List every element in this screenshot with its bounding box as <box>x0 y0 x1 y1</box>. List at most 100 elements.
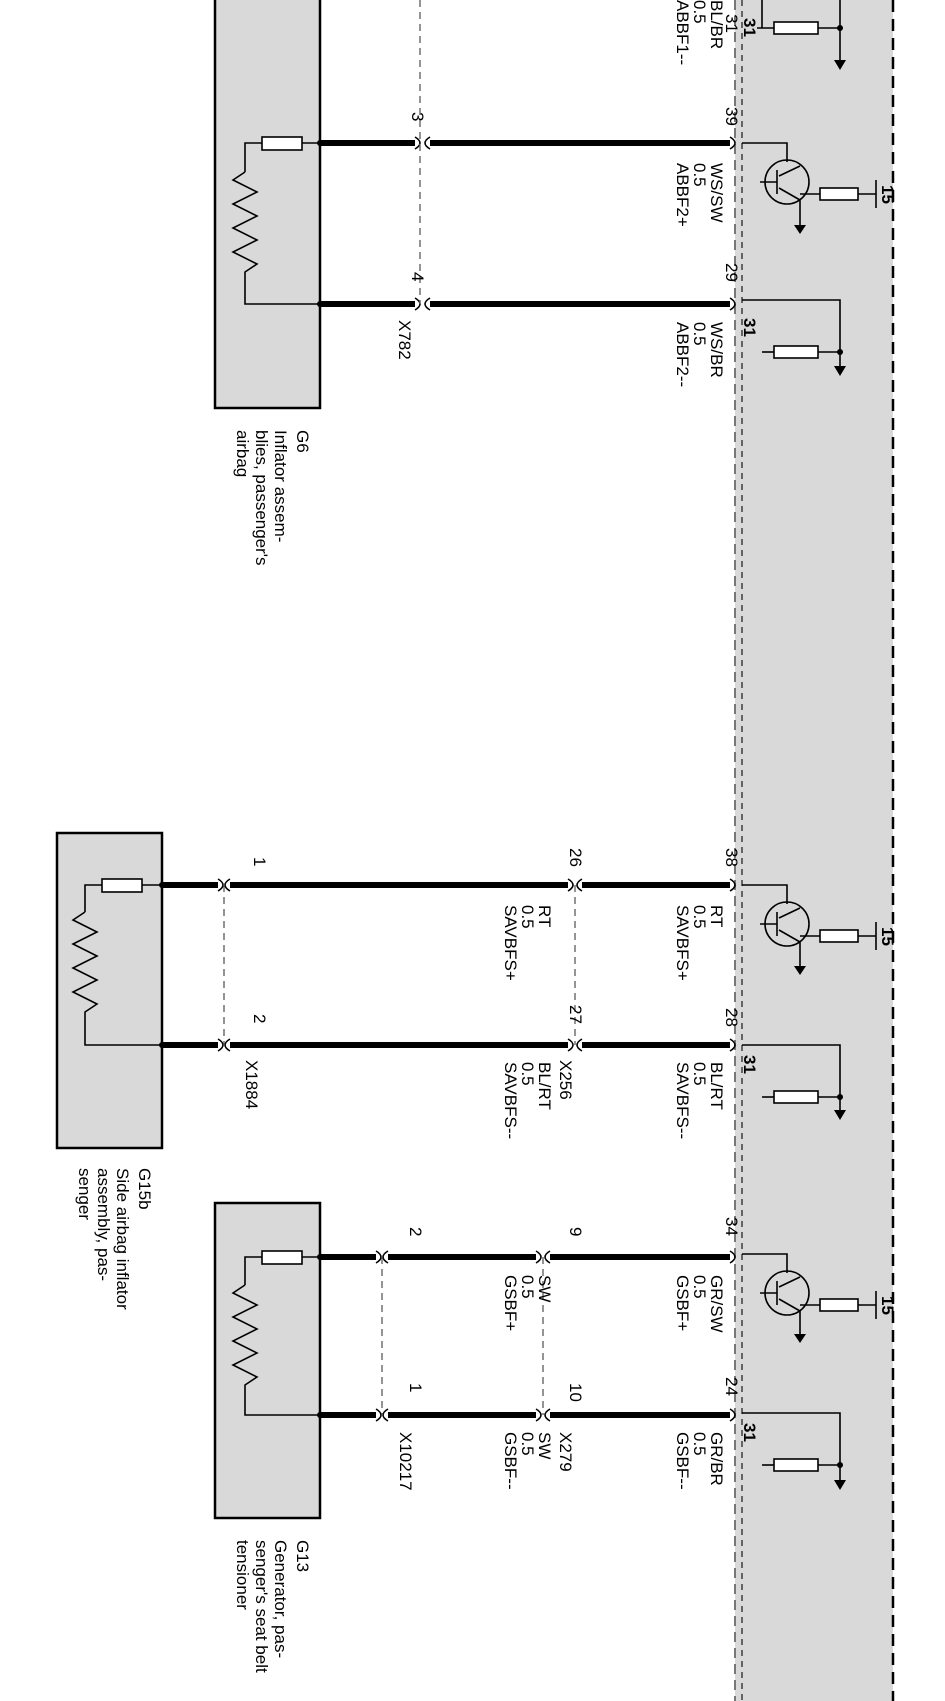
svg-text:0.5: 0.5 <box>518 905 537 929</box>
power-label-15: 15 <box>878 927 897 946</box>
connector-pin: 27 <box>566 1005 585 1024</box>
svg-text:SAVBFS+: SAVBFS+ <box>673 905 692 981</box>
ground-label-31: 31 <box>740 318 759 337</box>
component-description-line: blies, passenger's <box>252 430 271 566</box>
connector-pin: 10 <box>566 1383 585 1402</box>
component-description-line: senger's seat belt <box>252 1540 271 1673</box>
transistor-driver-3: 15 <box>742 1253 897 1343</box>
svg-text:RT: RT <box>535 905 554 927</box>
wire-label-savbfs-plus-a: SAVBFS+ 0.5 RT <box>673 905 726 981</box>
component-g15b <box>55 831 165 1150</box>
component-code: G6 <box>293 430 312 453</box>
svg-text:SW: SW <box>535 1432 554 1459</box>
module-pin-38: 38 <box>722 848 741 867</box>
svg-text:SW: SW <box>535 1275 554 1302</box>
component-g6-label: G6 Inflator assem- blies, passenger's ai… <box>233 430 312 566</box>
ground-driver-3: 31 <box>740 1044 846 1120</box>
svg-text:0.5: 0.5 <box>690 905 709 929</box>
component-g13-label: G13 Generator, pas- senger's seat belt t… <box>233 1540 312 1673</box>
connector-pin: 1 <box>250 857 269 866</box>
connector-x1884: X1884 <box>242 1060 261 1109</box>
component-description-line: Generator, pas- <box>271 1540 290 1658</box>
svg-text:WS/BR: WS/BR <box>707 322 726 378</box>
component-g13 <box>213 1201 323 1520</box>
ground-label-31: 31 <box>740 18 759 37</box>
wire-label-savbfs-minus-b: SAVBFS-- 0.5 BL/RT <box>501 1062 554 1139</box>
svg-text:ABBF1--: ABBF1-- <box>673 0 692 65</box>
svg-text:GSBF+: GSBF+ <box>673 1275 692 1331</box>
component-description-line: Side airbag inflator <box>113 1168 132 1310</box>
svg-text:BL/RT: BL/RT <box>707 1062 726 1110</box>
connector-pin: 9 <box>566 1227 585 1236</box>
connector-pin: 2 <box>250 1014 269 1023</box>
svg-text:ABBF2+: ABBF2+ <box>673 163 692 227</box>
component-description-line: airbag <box>233 430 252 477</box>
ground-driver-4: 31 <box>740 1412 846 1490</box>
svg-text:ABBF2--: ABBF2-- <box>673 322 692 387</box>
module-pin-31: 31 <box>722 14 741 33</box>
module-pin-28: 28 <box>722 1008 741 1027</box>
ground-label-31: 31 <box>740 1423 759 1442</box>
wire-label-gsbf-minus-a: GSBF-- 0.5 GR/BR <box>673 1432 726 1490</box>
svg-text:0.5: 0.5 <box>690 1432 709 1456</box>
component-code: G13 <box>293 1540 312 1572</box>
ground-driver-2: 31 <box>740 299 846 376</box>
svg-text:WS/SW: WS/SW <box>707 163 726 223</box>
svg-text:0.5: 0.5 <box>690 322 709 346</box>
svg-text:GR/BR: GR/BR <box>707 1432 726 1486</box>
wire-label-gsbf-minus-b: GSBF-- 0.5 SW <box>501 1432 554 1490</box>
svg-text:0.5: 0.5 <box>690 0 709 24</box>
svg-text:SAVBFS--: SAVBFS-- <box>673 1062 692 1139</box>
svg-text:GSBF+: GSBF+ <box>501 1275 520 1331</box>
svg-text:SAVBFS--: SAVBFS-- <box>501 1062 520 1139</box>
svg-text:0.5: 0.5 <box>690 1275 709 1299</box>
wire-label-gsbf-plus-b: GSBF+ 0.5 SW <box>501 1275 554 1331</box>
module-pin-34: 34 <box>722 1217 741 1236</box>
wire-label-savbfs-plus-b: SAVBFS+ 0.5 RT <box>501 905 554 981</box>
component-description-line: tensioner <box>233 1540 252 1610</box>
component-description-line: Inflator assem- <box>271 430 290 542</box>
wire-label-abbf2-plus: ABBF2+ 0.5 WS/SW <box>673 163 726 227</box>
ground-driver-1: 31 <box>740 0 846 70</box>
power-label-15: 15 <box>878 185 897 204</box>
component-g15b-label: G15b Side airbag inflator assembly, pas-… <box>75 1168 154 1310</box>
wire-label-abbf1-minus: ABBF1-- 0.5 BL/BR <box>673 0 726 65</box>
svg-text:SAVBFS+: SAVBFS+ <box>501 905 520 981</box>
connector-x279: X279 <box>556 1432 575 1472</box>
transistor-driver-2: 15 <box>742 884 897 975</box>
svg-text:0.5: 0.5 <box>690 163 709 187</box>
power-label-15: 15 <box>878 1296 897 1315</box>
transistor-driver-1: 15 <box>742 142 897 234</box>
svg-text:0.5: 0.5 <box>690 1062 709 1086</box>
component-description-line: senger <box>75 1168 94 1220</box>
svg-text:0.5: 0.5 <box>518 1432 537 1456</box>
module-pin-24: 24 <box>722 1377 741 1396</box>
svg-text:BL/BR: BL/BR <box>707 0 726 49</box>
component-code: G15b <box>135 1168 154 1210</box>
svg-text:GR/SW: GR/SW <box>707 1275 726 1333</box>
connector-x782: X782 <box>395 320 414 360</box>
wire-label-abbf2-minus: ABBF2-- 0.5 WS/BR <box>673 322 726 387</box>
ground-label-31: 31 <box>740 1055 759 1074</box>
component-description-line: assembly, pas- <box>94 1168 113 1281</box>
svg-text:0.5: 0.5 <box>518 1275 537 1299</box>
control-unit <box>734 0 895 1701</box>
connector-pin: 4 <box>408 272 427 281</box>
connector-pin: 2 <box>406 1227 425 1236</box>
connector-pin: 3 <box>408 112 427 121</box>
svg-text:BL/RT: BL/RT <box>535 1062 554 1110</box>
wire-label-savbfs-minus-a: SAVBFS-- 0.5 BL/RT <box>673 1062 726 1139</box>
connector-pin: 1 <box>406 1383 425 1392</box>
wire-label-gsbf-plus-a: GSBF+ 0.5 GR/SW <box>673 1275 726 1333</box>
svg-text:GSBF--: GSBF-- <box>501 1432 520 1490</box>
connector-x256: X256 <box>556 1060 575 1100</box>
component-g6 <box>213 0 323 410</box>
svg-text:0.5: 0.5 <box>518 1062 537 1086</box>
module-pin-39: 39 <box>722 107 741 126</box>
module-pin-29: 29 <box>722 263 741 282</box>
connector-x10217: X10217 <box>396 1432 415 1491</box>
svg-text:RT: RT <box>707 905 726 927</box>
svg-text:GSBF--: GSBF-- <box>673 1432 692 1490</box>
connector-pin: 26 <box>566 848 585 867</box>
